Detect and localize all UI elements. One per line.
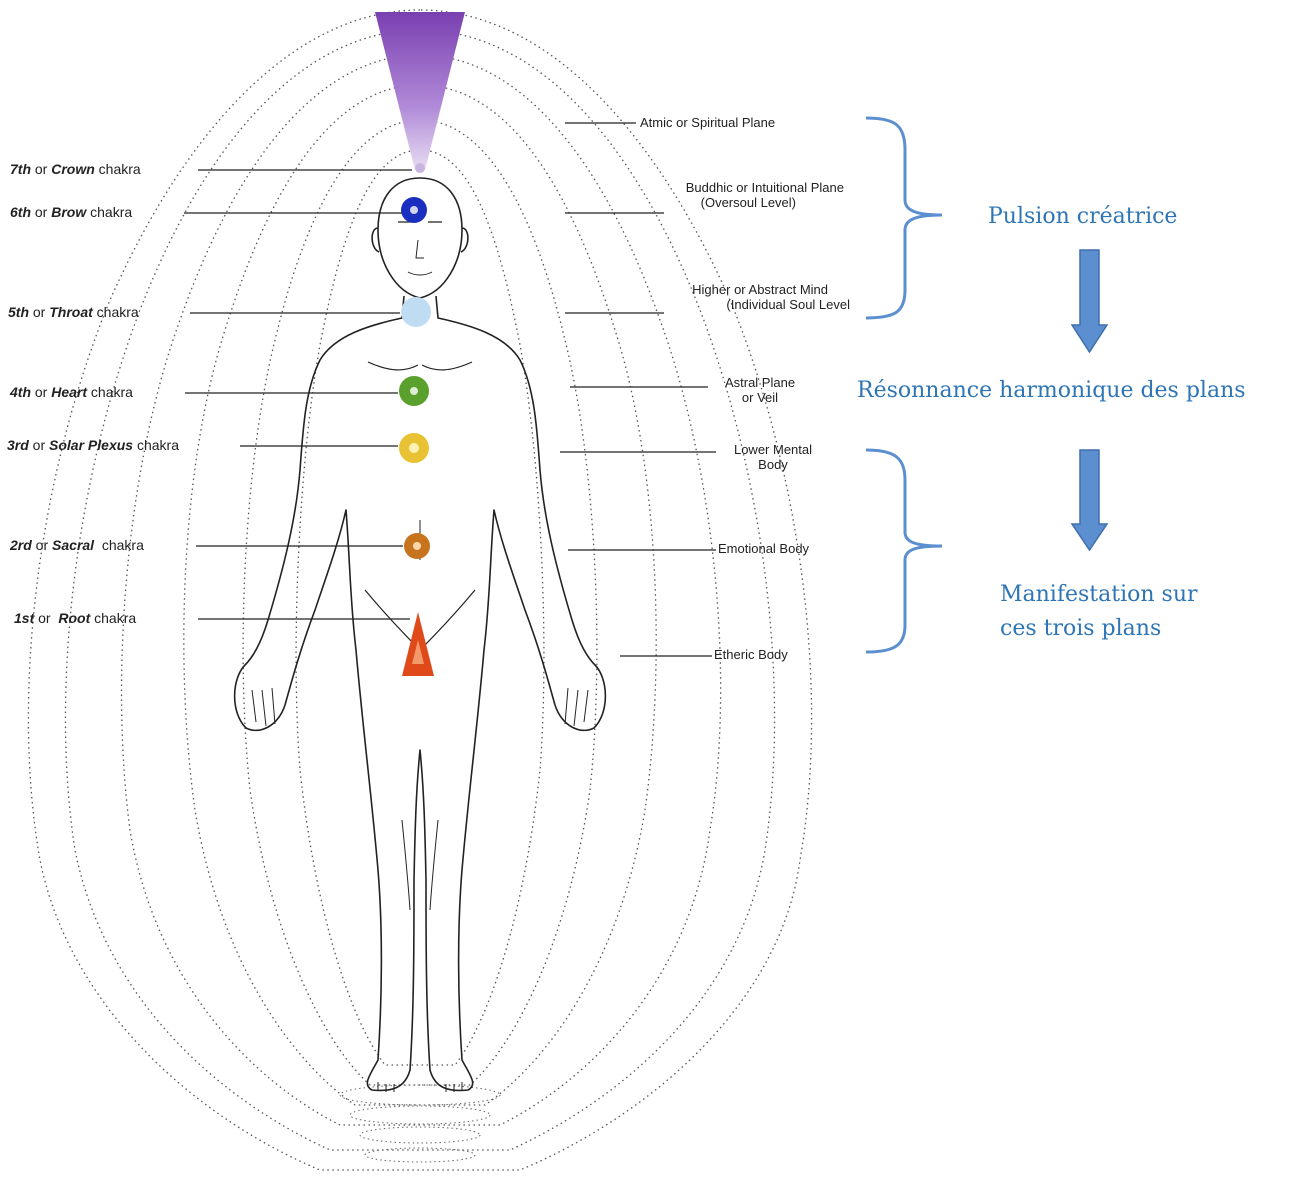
top-bracket <box>866 118 942 318</box>
annotation-manifestation: Manifestation sur ces trois plans <box>1000 578 1198 646</box>
figure-body <box>235 296 606 1090</box>
chakra-ordinal: 2rd <box>10 537 32 553</box>
plane-label-atmic: Atmic or Spiritual Plane <box>640 115 775 130</box>
chakra-name: Sacral <box>52 537 94 553</box>
chakra-label-solar-plexus: 3rd or Solar Plexus chakra <box>7 437 179 453</box>
chakra-ordinal: 1st <box>14 610 34 626</box>
chakra-name: Throat <box>49 304 93 320</box>
chakra-ordinal: 5th <box>8 304 29 320</box>
plane-label-emotional: Emotional Body <box>718 541 809 556</box>
chakra-label-root: 1st or Root chakra <box>14 610 136 626</box>
plane-label-buddhic: Buddhic or Intuitional Plane (Oversoul L… <box>622 180 844 210</box>
chakra-ordinal: 3rd <box>7 437 29 453</box>
chakra-name: Solar Plexus <box>49 437 133 453</box>
chakra-name: Brow <box>51 204 86 220</box>
annotation-pulsion: Pulsion créatrice <box>988 204 1177 229</box>
chakra-name: Heart <box>51 384 87 400</box>
plane-label-lower-mental: Lower Mental Body <box>718 442 828 472</box>
plane-label-astral: Astral Plane or Veil <box>710 375 810 405</box>
arrow-down-2 <box>1072 450 1107 550</box>
chakra-label-throat: 5th or Throat chakra <box>8 304 139 320</box>
chakra-ordinal: 6th <box>10 204 31 220</box>
chakra-ordinal: 7th <box>10 161 31 177</box>
figure-head <box>378 178 462 298</box>
chakra-name: Root <box>58 610 90 626</box>
arrow-down-1 <box>1072 250 1107 352</box>
annotation-resonnance: Résonnance harmonique des plans <box>857 378 1246 403</box>
chakra-label-sacral: 2rd or Sacral chakra <box>10 537 144 553</box>
chakra-label-crown: 7th or Crown chakra <box>10 161 141 177</box>
chakra-label-heart: 4th or Heart chakra <box>10 384 133 400</box>
chakra-label-brow: 6th or Brow chakra <box>10 204 132 220</box>
plane-label-higher-mind: Higher or Abstract Mind (Individual Soul… <box>632 282 850 312</box>
chakra-name: Crown <box>51 161 95 177</box>
chakra-ordinal: 4th <box>10 384 31 400</box>
chakra-marks <box>399 163 434 676</box>
chakra-crown-mark <box>415 163 425 173</box>
plane-label-etheric: Etheric Body <box>714 647 788 662</box>
aura-layer-4 <box>184 85 656 1105</box>
aura-layer-6 <box>296 150 544 1065</box>
ground-ripples <box>340 1085 500 1162</box>
crown-ray <box>375 12 465 170</box>
bottom-bracket <box>866 450 942 652</box>
chakra-throat-mark <box>401 297 431 327</box>
